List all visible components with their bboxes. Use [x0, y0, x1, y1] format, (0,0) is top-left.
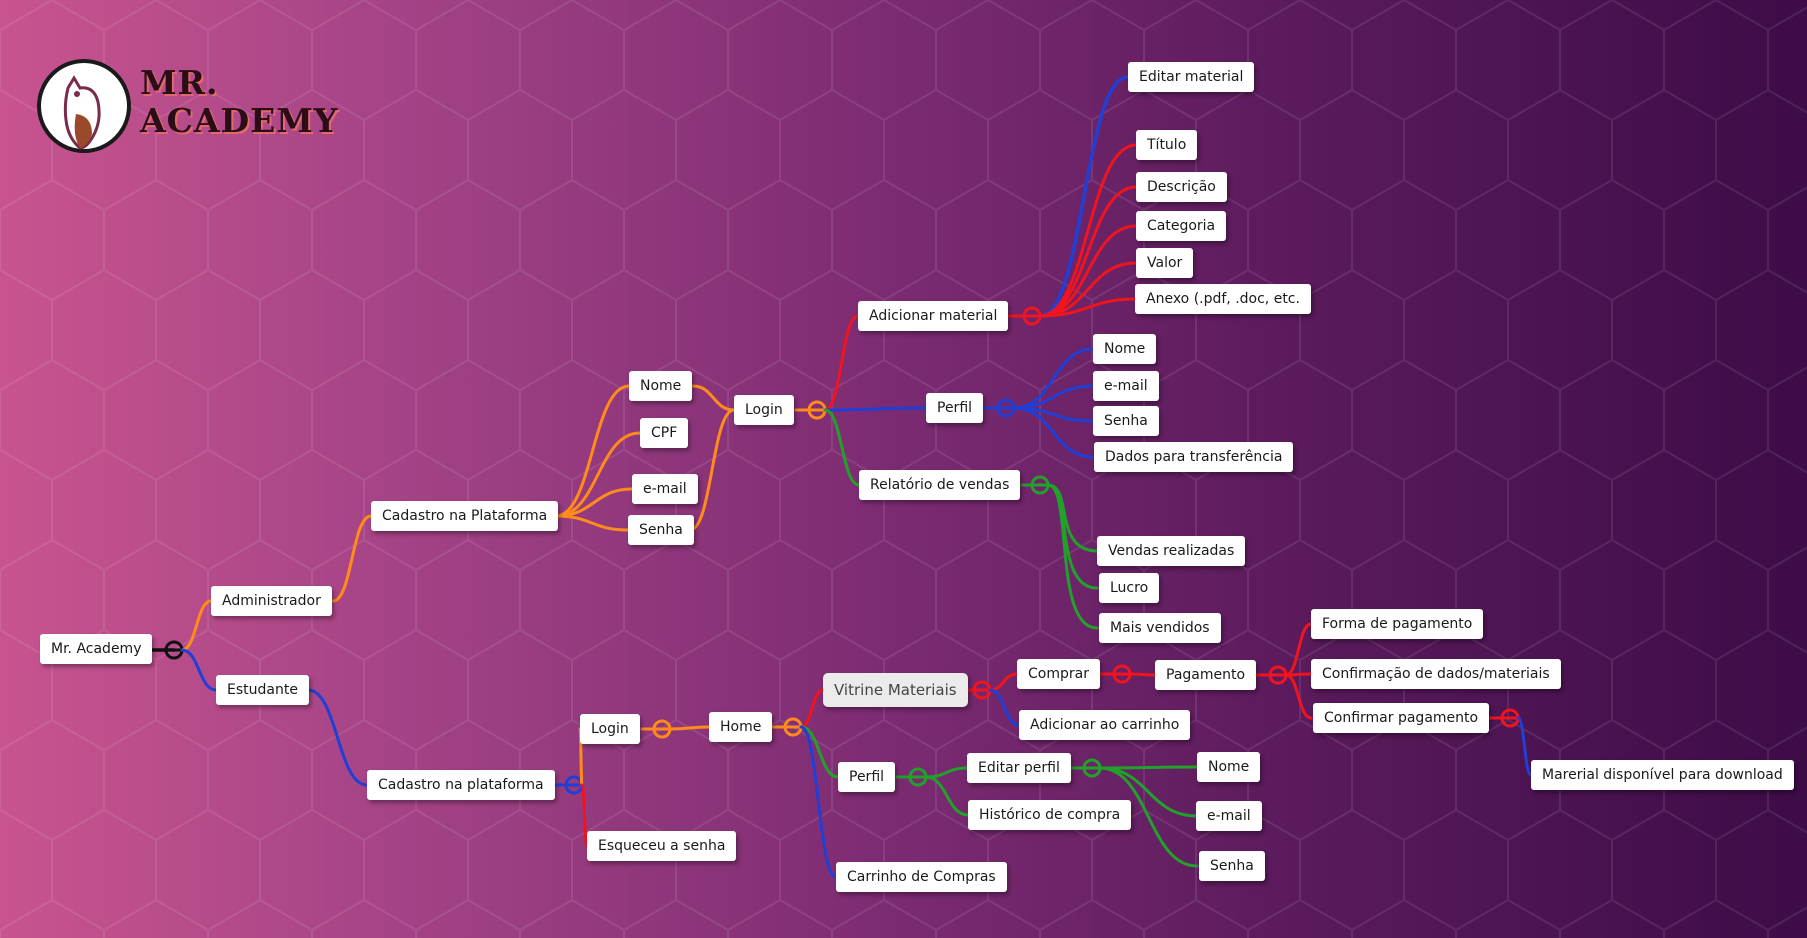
node-estudante[interactable]: Estudante	[216, 675, 309, 705]
adicionar-to-field	[1038, 224, 1138, 318]
node-dados-transferencia[interactable]: Dados para transferência	[1094, 442, 1294, 472]
node-lucro[interactable]: Lucro	[1099, 573, 1160, 603]
home-to-vitrine	[799, 688, 825, 729]
admin-to-cadastro	[331, 514, 373, 603]
adicionar-to-field	[1038, 297, 1138, 318]
root-to-administrador	[180, 599, 213, 652]
login-to-relatorio	[823, 408, 861, 487]
node-confirmar-pagamento[interactable]: Confirmar pagamento	[1313, 703, 1490, 733]
node-admin-email[interactable]: e-mail	[632, 474, 698, 504]
vitrine-to-carrinho	[988, 688, 1021, 727]
node-admin-nome[interactable]: Nome	[629, 371, 693, 401]
estudante-to-cadastro	[306, 688, 369, 787]
adicionar-to-field	[1038, 261, 1138, 318]
node-vendas-realizadas[interactable]: Vendas realizadas	[1097, 536, 1246, 566]
node-mais-vendidos[interactable]: Mais vendidos	[1099, 613, 1221, 643]
node-perfil-senha[interactable]: Senha	[1093, 406, 1159, 436]
home-to-carrinho	[799, 725, 838, 879]
adicionar-to-editar	[1038, 75, 1130, 318]
cadastro-to-field	[554, 431, 642, 518]
perfil-to-field	[1012, 347, 1095, 410]
node-admin-login[interactable]: Login	[734, 395, 794, 425]
login-to-home	[668, 725, 711, 731]
senha-to-login	[688, 408, 736, 532]
perfil-to-editar	[924, 766, 969, 779]
root-to-estudante	[180, 648, 218, 692]
cadastro-to-field	[554, 514, 630, 532]
login-to-adicionar-material	[823, 314, 860, 412]
logo-line-1: MR.	[140, 63, 219, 102]
node-administrador[interactable]: Administrador	[211, 586, 332, 616]
home-to-perfil	[799, 725, 840, 779]
login-to-perfil	[823, 406, 928, 412]
node-cadastro-plataforma-admin[interactable]: Cadastro na Plataforma	[371, 501, 559, 531]
node-editar-perfil[interactable]: Editar perfil	[967, 753, 1071, 783]
nome-to-login	[691, 384, 736, 412]
node-forma-pagamento[interactable]: Forma de pagamento	[1311, 609, 1484, 639]
node-admin-perfil[interactable]: Perfil	[926, 393, 984, 423]
node-vitrine-materiais[interactable]: Vitrine Materiais	[823, 673, 968, 707]
node-esqueceu-senha[interactable]: Esqueceu a senha	[587, 831, 737, 861]
node-comprar[interactable]: Comprar	[1017, 659, 1100, 689]
node-estudante-senha[interactable]: Senha	[1199, 851, 1265, 881]
node-confirmacao-dados[interactable]: Confirmação de dados/materiais	[1311, 659, 1561, 689]
node-perfil-email[interactable]: e-mail	[1093, 371, 1159, 401]
node-historico-compra[interactable]: Histórico de compra	[968, 800, 1132, 830]
node-home[interactable]: Home	[709, 712, 773, 742]
node-material-disponivel[interactable]: Marerial disponível para download	[1531, 760, 1794, 790]
editar-to-field	[1098, 765, 1199, 770]
relatorio-to-field	[1046, 483, 1099, 553]
brand-logo: MR. ACADEMY	[36, 58, 356, 158]
editar-to-field	[1098, 766, 1199, 868]
node-estudante-email[interactable]: e-mail	[1196, 801, 1262, 831]
perfil-to-historico	[924, 775, 970, 817]
owl-logo-icon	[37, 59, 131, 153]
node-mr-academy[interactable]: Mr. Academy	[40, 634, 153, 664]
relatorio-to-field	[1046, 483, 1099, 630]
node-descricao[interactable]: Descrição	[1136, 172, 1227, 202]
node-estudante-login[interactable]: Login	[580, 714, 640, 744]
node-carrinho-compras[interactable]: Carrinho de Compras	[836, 862, 1007, 892]
node-cadastro-plataforma-estudante[interactable]: Cadastro na plataforma	[367, 770, 555, 800]
node-perfil-nome[interactable]: Nome	[1093, 334, 1157, 364]
node-adicionar-material[interactable]: Adicionar material	[858, 301, 1009, 331]
node-categoria[interactable]: Categoria	[1136, 211, 1227, 241]
node-relatorio-vendas[interactable]: Relatório de vendas	[859, 470, 1021, 500]
node-pagamento[interactable]: Pagamento	[1155, 660, 1257, 690]
node-adicionar-carrinho[interactable]: Adicionar ao carrinho	[1019, 710, 1191, 740]
adicionar-to-field	[1038, 143, 1138, 318]
cadastro-to-esqueceu	[580, 783, 589, 848]
perfil-to-field	[1012, 406, 1095, 459]
logo-line-2: ACADEMY	[140, 101, 339, 140]
node-editar-material[interactable]: Editar material	[1128, 62, 1255, 92]
pagamento-to-field	[1284, 622, 1313, 677]
pagamento-to-field	[1284, 673, 1313, 720]
adicionar-to-field	[1038, 185, 1138, 318]
node-admin-senha[interactable]: Senha	[628, 515, 694, 545]
node-estudante-nome[interactable]: Nome	[1197, 752, 1261, 782]
node-admin-cpf[interactable]: CPF	[640, 418, 689, 448]
node-valor[interactable]: Valor	[1136, 248, 1194, 278]
comprar-to-pagamento	[1128, 672, 1157, 677]
node-anexo[interactable]: Anexo (.pdf, .doc, etc.	[1135, 284, 1311, 314]
node-estudante-perfil[interactable]: Perfil	[838, 762, 896, 792]
cadastro-to-field	[554, 384, 631, 518]
node-titulo[interactable]: Título	[1136, 130, 1198, 160]
confirmar-to-disponivel	[1516, 716, 1533, 777]
vitrine-to-comprar	[988, 672, 1019, 692]
